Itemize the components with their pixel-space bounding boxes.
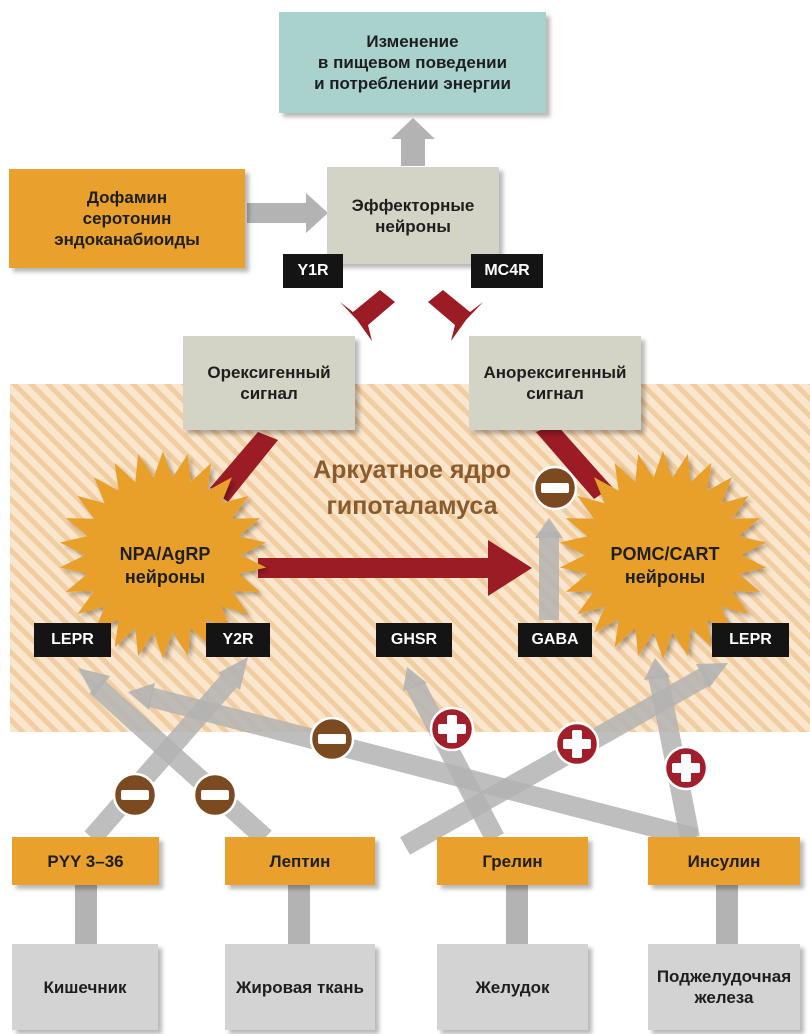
anorexigenic-label: Анорексигенный сигнал — [483, 363, 627, 403]
minus-badge-gaba — [532, 465, 578, 511]
source-to-hormone-connectors — [75, 884, 738, 944]
minus-badge-pyy — [112, 772, 158, 818]
outcome-box: Изменение в пищевом поведении и потребле… — [279, 12, 546, 113]
hormone-pyy: PYY 3–36 — [12, 837, 159, 885]
npy-agrp-neuron-burst — [59, 451, 267, 659]
source-adipose: Жировая ткань — [225, 944, 375, 1030]
adipose-label: Жировая ткань — [236, 977, 364, 997]
npy-agrp-label: NPA/AgRP нейроны — [119, 544, 211, 587]
modulators-label: Дофамин серотонин эндоканабиоиды — [54, 188, 200, 249]
anorexigenic-signal-box: Анорексигенный сигнал — [469, 336, 641, 430]
hormone-insulin: Инсулин — [648, 837, 800, 885]
source-pancreas: Поджелудочная железа — [648, 944, 800, 1030]
stomach-label: Желудок — [475, 977, 550, 997]
pyy-label: PYY 3–36 — [47, 851, 124, 871]
minus-badge-insulin — [309, 716, 355, 762]
pancreas-label: Поджелудочная железа — [656, 967, 792, 1007]
minus-badge-leptin — [192, 772, 238, 818]
hormone-leptin: Лептин — [225, 837, 375, 885]
orexigenic-label: Орексигенный сигнал — [207, 363, 331, 403]
receptor-y2r: Y2R — [206, 623, 270, 657]
ghrelin-label: Грелин — [482, 851, 543, 871]
hormone-arrowheads — [78, 518, 728, 710]
receptor-lepr-right: LEPR — [712, 623, 789, 657]
modulators-box: Дофамин серотонин эндоканабиоиды — [9, 169, 245, 268]
receptor-lepr-left: LEPR — [34, 623, 111, 657]
intestine-label: Кишечник — [43, 977, 127, 997]
effector-inputs — [247, 118, 435, 233]
source-intestine: Кишечник — [12, 944, 158, 1030]
receptor-gaba: GABA — [518, 623, 592, 657]
orexigenic-signal-box: Орексигенный сигнал — [183, 336, 355, 430]
hormone-arrows — [84, 532, 713, 855]
plus-badge-ghrelin — [429, 706, 475, 752]
pomc-cart-label: POMC/CART нейроны — [610, 544, 720, 587]
receptor-y1r: Y1R — [283, 254, 343, 288]
effector-label: Эффекторные нейроны — [351, 195, 475, 236]
insulin-label: Инсулин — [687, 851, 761, 871]
signal-arrows — [210, 290, 612, 596]
source-stomach: Желудок — [437, 944, 588, 1030]
outcome-label: Изменение в пищевом поведении и потребле… — [314, 32, 511, 93]
receptor-ghsr: GHSR — [376, 623, 452, 657]
plus-badge-insulin-pomc — [663, 745, 709, 791]
arcuate-nucleus-label: Аркуатное ядро гипоталамуса — [313, 456, 511, 520]
pomc-cart-neuron-burst — [559, 451, 767, 659]
receptor-mc4r: MC4R — [471, 254, 543, 288]
plus-badge-leptin-pomc — [554, 721, 600, 767]
leptin-label: Лептин — [269, 851, 331, 871]
effector-neurons-box: Эффекторные нейроны — [327, 167, 499, 264]
hormone-ghrelin: Грелин — [437, 837, 588, 885]
